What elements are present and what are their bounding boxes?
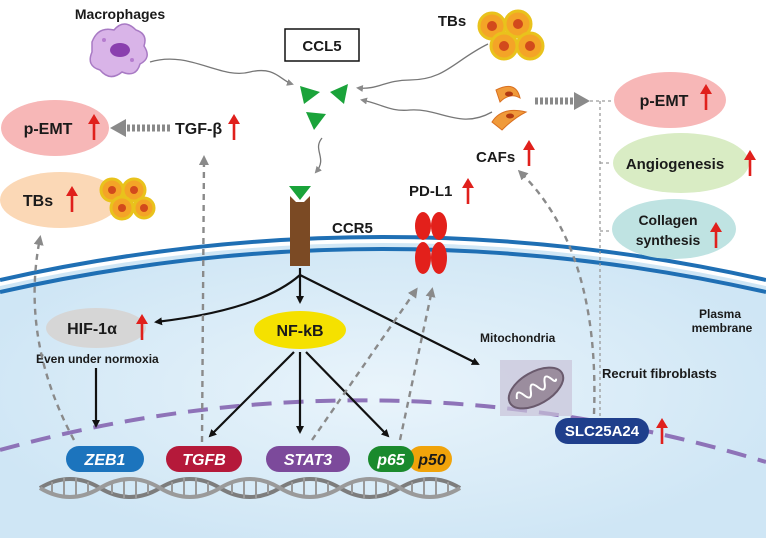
- nuclear-envelope: [0, 398, 766, 464]
- up-arrow-icon: [656, 418, 668, 444]
- recruit-fibroblasts-label: Recruit fibroblasts: [602, 366, 717, 381]
- nf-kb-label: NF-kB: [276, 323, 323, 340]
- normoxia-label: Even under normoxia: [36, 352, 159, 366]
- up-arrow-icon: [136, 314, 148, 340]
- p-emt-right-oval: [614, 72, 726, 128]
- zeb1-label: ZEB1: [84, 452, 126, 469]
- plasma-membrane-inner: [0, 247, 766, 294]
- pd-l1-receptor-icon: [415, 212, 447, 274]
- ccl5-to-ccr5-line: [314, 137, 323, 174]
- plasma-membrane-label-1: Plasma: [699, 307, 741, 321]
- up-arrow-icon: [710, 222, 722, 248]
- caf-cell-icon: [491, 85, 528, 131]
- p50-pill: [408, 446, 452, 472]
- up-arrow-icon: [744, 150, 756, 176]
- tbs-top-label: TBs: [438, 13, 466, 30]
- ccr5-receptor-icon: [289, 186, 311, 266]
- pd-l1-label: PD-L1: [409, 183, 452, 200]
- angiogenesis-oval: [613, 133, 749, 193]
- tumor-bud-cluster-icon: [477, 9, 545, 61]
- up-arrow-icon: [228, 114, 240, 140]
- hif-1a-label: HIF-1α: [67, 321, 117, 338]
- p-emt-right-label: p-EMT: [640, 93, 689, 110]
- macrophage-secretion-line: [149, 58, 294, 86]
- feedback-arrows: [33, 155, 596, 443]
- macrophage-icon: [89, 23, 148, 78]
- p-emt-left-label: p-EMT: [24, 121, 73, 138]
- slc25a24-pill: [555, 418, 649, 444]
- cafs-label: CAFs: [476, 149, 515, 166]
- ccl5-label: CCL5: [302, 38, 341, 55]
- nf-kb-oval: [254, 311, 346, 349]
- tbs-left-label: TBs: [23, 193, 53, 210]
- p65-pill: [368, 446, 414, 472]
- p50-label: p50: [417, 452, 446, 469]
- collagen-label-2: synthesis: [636, 232, 701, 248]
- ccl5-chemokine-icon: [300, 84, 348, 130]
- up-arrow-icon: [523, 140, 535, 166]
- collagen-oval: [612, 199, 736, 259]
- signaling-arrows: [92, 268, 480, 438]
- stat3-pill: [266, 446, 350, 472]
- plasma-membrane-outer: [0, 235, 766, 282]
- up-arrow-icon: [66, 186, 78, 212]
- p-emt-left-oval: [1, 100, 109, 156]
- tgfb-pill: [166, 446, 242, 472]
- tumor-bud-cluster-icon: [99, 177, 156, 221]
- cafs-secretion-line: [360, 97, 493, 120]
- up-arrow-icon: [700, 84, 712, 110]
- slc25a24-label: SLC25A24: [565, 423, 640, 440]
- ccl5-box: [284, 28, 360, 62]
- zeb1-pill: [66, 446, 144, 472]
- tbs-left-oval: [0, 172, 120, 228]
- hif-1a-oval: [46, 308, 146, 348]
- tgfb-gene-label: TGFB: [182, 452, 226, 469]
- up-arrow-icon: [462, 178, 474, 204]
- mitochondrion-icon: [500, 360, 572, 416]
- ccr5-label: CCR5: [332, 220, 373, 237]
- dna-strand-icon: [38, 477, 462, 499]
- up-arrow-icon: [88, 114, 100, 140]
- plasma-membrane-label-2: membrane: [692, 321, 753, 335]
- angiogenesis-label: Angiogenesis: [626, 156, 724, 173]
- collagen-label-1: Collagen: [638, 212, 697, 228]
- tgf-beta-label: TGF-β: [175, 121, 222, 138]
- p65-label: p65: [376, 452, 406, 469]
- tbs-secretion-line: [356, 43, 489, 92]
- macrophages-label: Macrophages: [75, 6, 165, 22]
- mitochondria-label: Mitochondria: [480, 331, 556, 345]
- stat3-label: STAT3: [284, 452, 332, 469]
